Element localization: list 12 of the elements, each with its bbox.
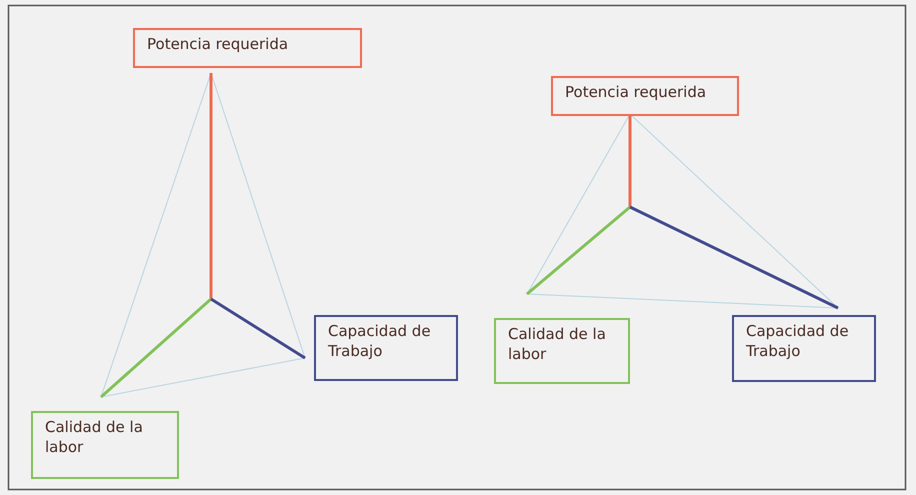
box-label: Potencia requerida — [565, 82, 708, 102]
label-box — [31, 411, 179, 479]
box-label: Calidad de la labor — [45, 417, 144, 457]
label-box — [494, 318, 630, 384]
label-box — [133, 28, 362, 68]
box-label: Capacidad de Trabajo — [746, 321, 850, 361]
box-label: Capacidad de Trabajo — [328, 321, 432, 361]
label-box — [314, 315, 458, 381]
label-box — [732, 315, 876, 382]
box-label: Calidad de la labor — [508, 324, 607, 364]
box-label: Potencia requerida — [147, 34, 290, 54]
label-box — [551, 76, 739, 116]
